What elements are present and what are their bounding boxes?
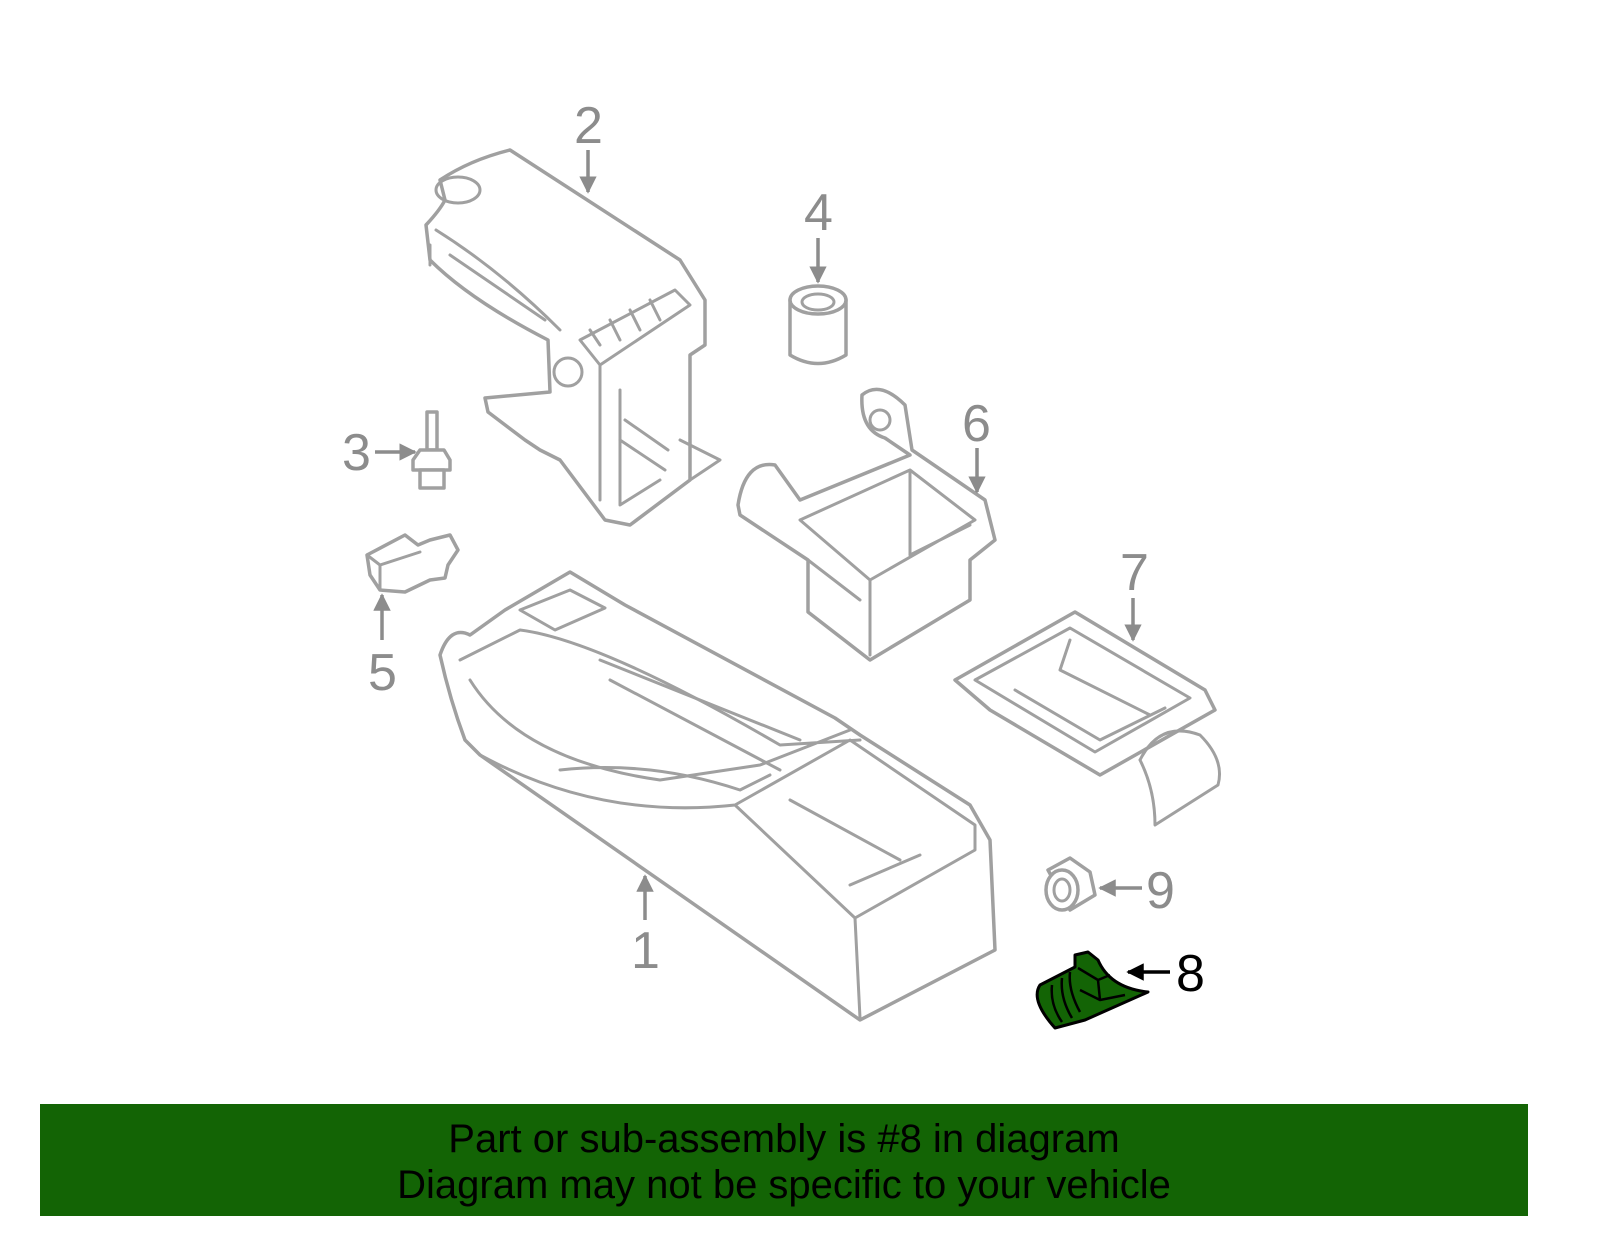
part-4-bushing[interactable] <box>788 284 848 366</box>
parts-diagram: 2 4 3 5 6 7 1 <box>342 97 1221 1030</box>
info-banner: Part or sub-assembly is #8 in diagram Di… <box>40 1104 1528 1216</box>
part-5-latch[interactable] <box>365 533 460 594</box>
part-2-armrest-lid[interactable] <box>424 148 722 527</box>
part-1-console[interactable] <box>438 570 997 1022</box>
part-9-grommet[interactable] <box>1044 856 1097 912</box>
callout-1: 1 <box>631 922 660 980</box>
part-6-cup-holder[interactable] <box>736 387 997 662</box>
callout-3: 3 <box>342 424 371 482</box>
callout-2: 2 <box>574 97 603 155</box>
part-8-highlighted[interactable] <box>1035 950 1150 1030</box>
callout-4: 4 <box>804 184 833 242</box>
callout-5: 5 <box>368 644 397 702</box>
callout-9: 9 <box>1146 862 1175 920</box>
part-7-tray[interactable] <box>953 610 1221 827</box>
callout-7: 7 <box>1120 544 1149 602</box>
callout-6: 6 <box>962 395 991 453</box>
banner-line-1: Part or sub-assembly is #8 in diagram <box>448 1117 1120 1161</box>
callout-8: 8 <box>1176 945 1205 1003</box>
part-3-bolt[interactable] <box>411 410 452 490</box>
banner-line-2: Diagram may not be specific to your vehi… <box>397 1163 1171 1207</box>
